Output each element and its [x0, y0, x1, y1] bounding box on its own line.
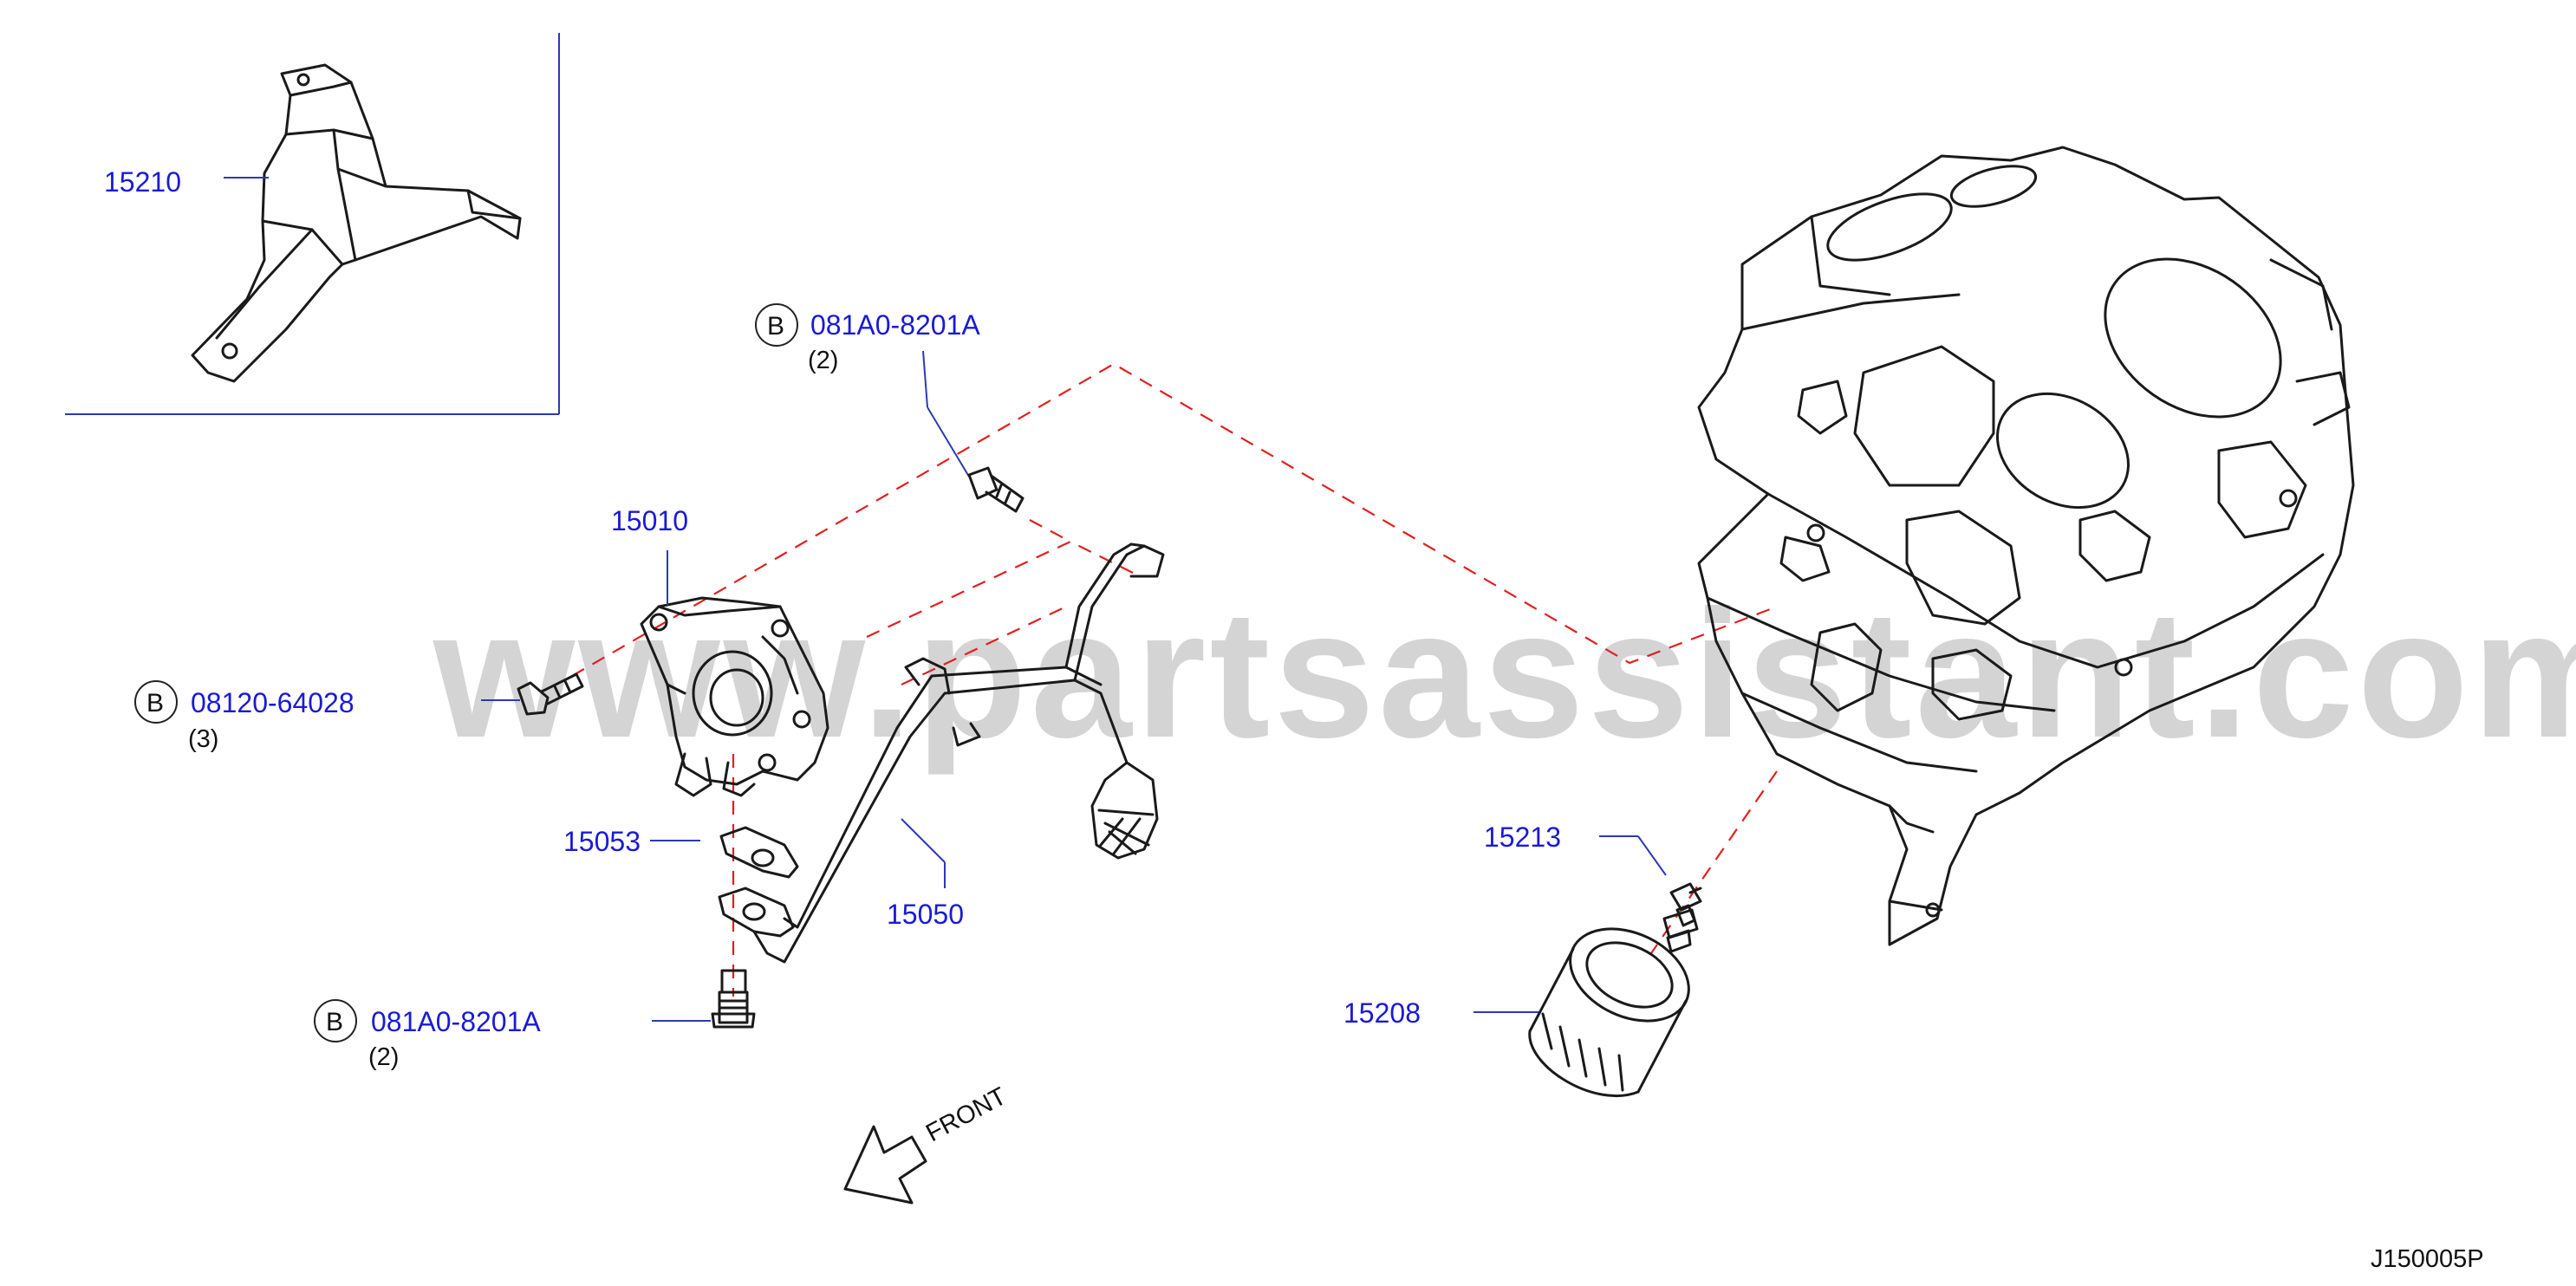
strainer-15050-drawing[interactable]	[718, 542, 1165, 964]
figure-code: J150005P	[2371, 1245, 2484, 1273]
bolt-bottom-drawing[interactable]	[711, 969, 756, 1029]
ref-circle-side	[134, 680, 178, 724]
callout-15210: 15210	[104, 166, 181, 198]
front-arrow-icon	[843, 1125, 927, 1205]
ref-circle-bottom	[314, 999, 357, 1042]
ref-letter-bottom: B	[326, 1008, 343, 1036]
callout-08120-64028: 08120-64028	[191, 687, 355, 718]
bolt-side-drawing[interactable]	[517, 672, 584, 716]
engine-block-drawing[interactable]	[1697, 146, 2355, 946]
callout-15053: 15053	[563, 826, 641, 857]
front-label: FRONT	[921, 1082, 1011, 1147]
bolt-top-drawing[interactable]	[967, 466, 1025, 513]
callout-15213: 15213	[1484, 822, 1561, 853]
qty-08120-64028: (3)	[188, 725, 218, 753]
bracket-15210-drawing[interactable]	[191, 63, 522, 383]
inset-frame	[65, 33, 560, 415]
callout-15010: 15010	[611, 505, 688, 536]
ref-letter-top: B	[767, 312, 784, 341]
callout-081a0-bottom: 081A0-8201A	[371, 1006, 541, 1037]
qty-081a0-top: (2)	[808, 347, 838, 374]
reference-lines	[571, 362, 1778, 997]
callout-081a0-top: 081A0-8201A	[810, 309, 980, 341]
oil-filter-15208-drawing[interactable]	[1528, 911, 1704, 1098]
callout-15208: 15208	[1343, 997, 1421, 1029]
gasket-15053-drawing[interactable]	[719, 826, 799, 879]
oil-pump-15010-drawing[interactable]	[640, 596, 829, 797]
pressure-switch-15213-drawing[interactable]	[1662, 882, 1702, 953]
callout-15050: 15050	[887, 899, 964, 930]
ref-letter-side: B	[146, 689, 164, 718]
qty-081a0-bottom: (2)	[368, 1043, 399, 1071]
ref-circle-top	[755, 303, 798, 347]
